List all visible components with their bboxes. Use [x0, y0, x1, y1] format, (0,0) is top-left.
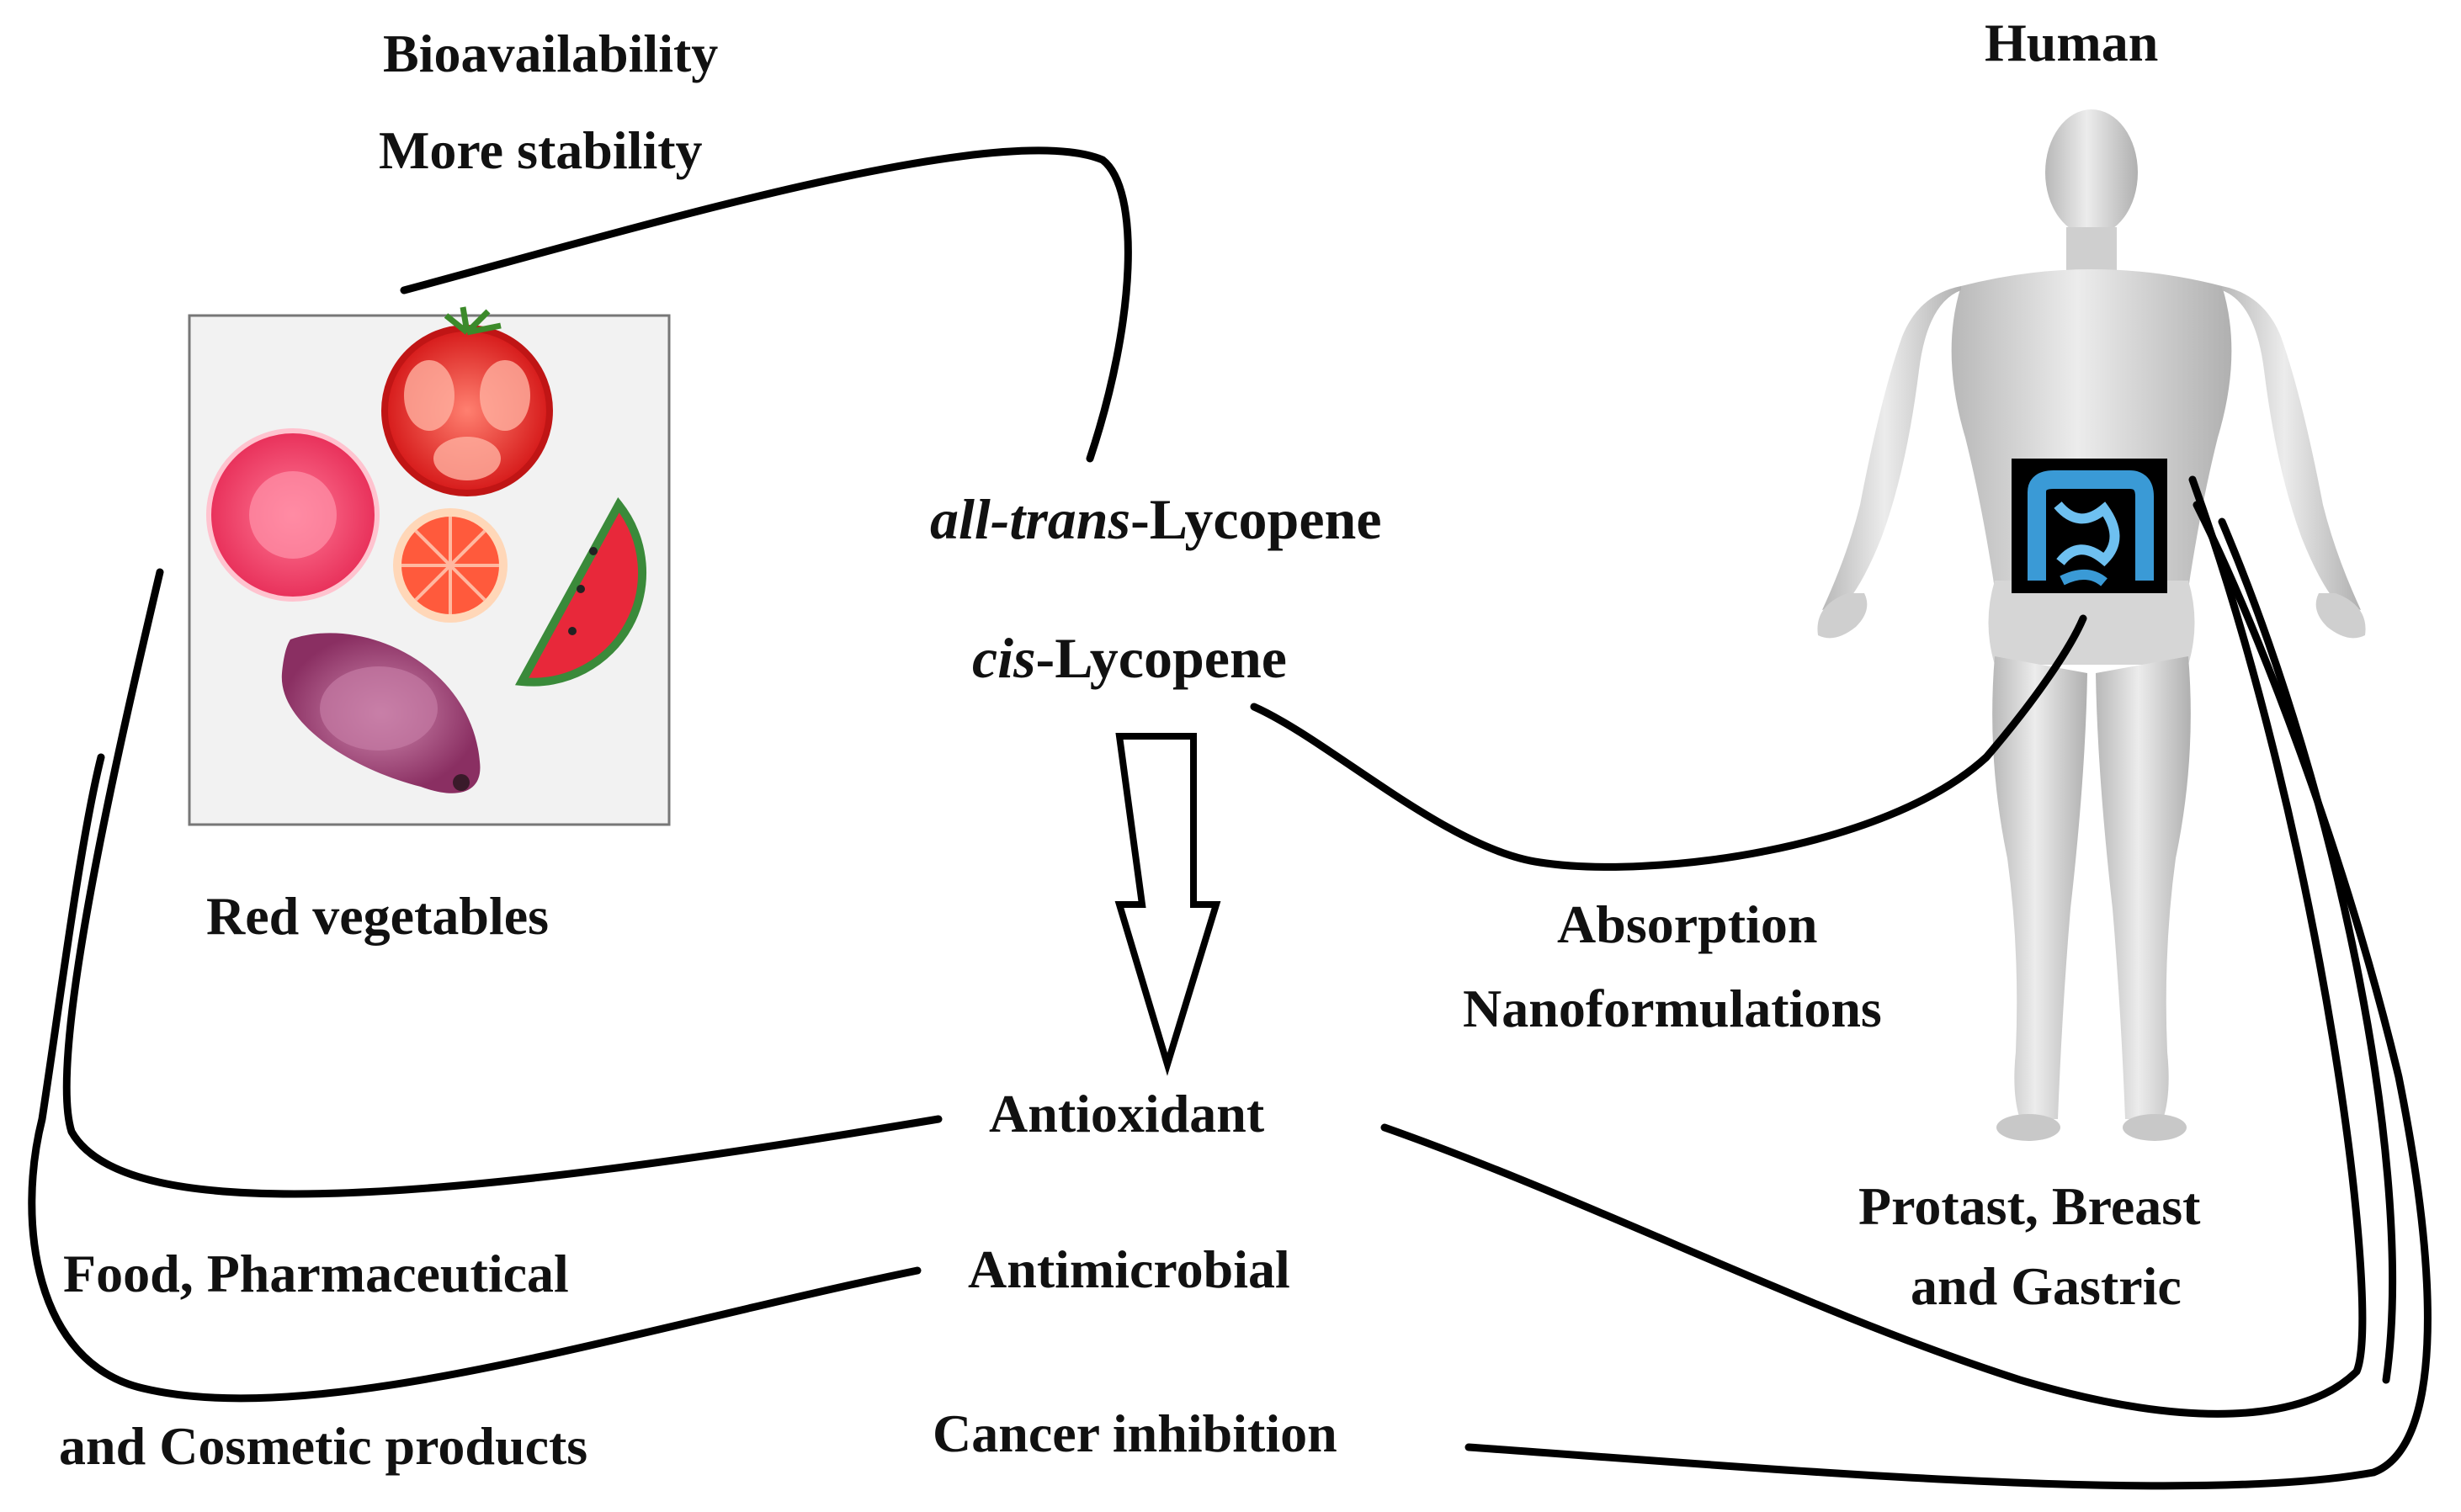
label-bioavailability: Bioavailability: [383, 24, 718, 83]
label-cancer-inhibition: Cancer inhibition: [933, 1403, 1337, 1463]
human-body-icon: [1817, 109, 2366, 1141]
connector-absorption: [1250, 614, 2087, 871]
tomato-icon: [381, 306, 553, 496]
label-cosmetic-products: and Cosmetic products: [59, 1416, 587, 1476]
connector-antioxidant-products: [62, 568, 943, 1198]
down-arrow-icon: [1114, 733, 1221, 1076]
red-vegetables-image: [188, 306, 671, 826]
label-antioxidant: Antioxidant: [989, 1084, 1265, 1143]
label-more-stability: More stability: [379, 120, 703, 180]
grapefruit-icon: [393, 508, 508, 623]
connectors: [28, 146, 2432, 1490]
label-antimicrobial: Antimicrobial: [968, 1239, 1290, 1299]
label-all-trans-lycopene: all-trans-Lycopene: [930, 487, 1382, 551]
label-red-vegetables: Red vegetables: [206, 886, 549, 946]
intestine-icon: [2012, 459, 2167, 593]
connector-antimicrobial-products: [28, 753, 922, 1403]
label-food-pharmaceutical: Food, Pharmaceutical: [63, 1244, 569, 1303]
label-cis-lycopene: cis-Lycopene: [972, 626, 1287, 690]
connector-cancer-human-2: [2218, 517, 2397, 1384]
label-cancer-types-line2: and Gastric: [1911, 1256, 2182, 1316]
label-human: Human: [1985, 13, 2158, 72]
label-nanoformulations: Nanoformulations: [1463, 979, 1882, 1038]
guava-icon: [206, 428, 380, 602]
label-absorption: Absorption: [1557, 894, 1817, 954]
connector-antioxidant-human: [1380, 475, 2367, 1418]
label-cancer-types-line1: Protast, Breast: [1858, 1176, 2201, 1236]
labels: Bioavailability More stability Human Red…: [59, 13, 2201, 1476]
watermelon-icon: [514, 496, 646, 687]
connector-bioavailability: [400, 146, 1132, 463]
purple-guava-icon: [281, 633, 481, 793]
